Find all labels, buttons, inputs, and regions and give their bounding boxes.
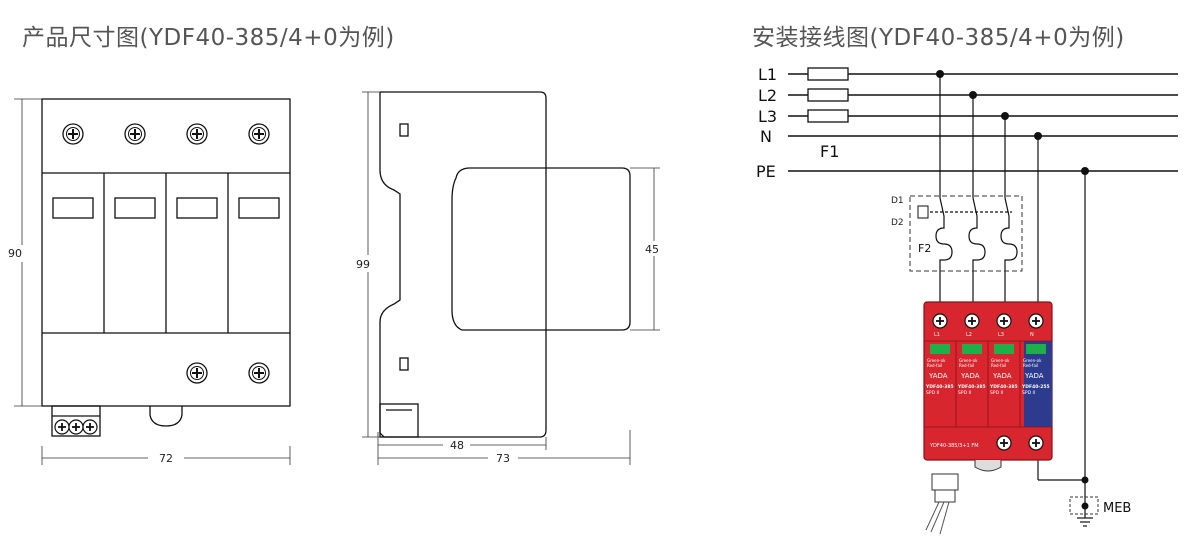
screw-icon <box>54 419 70 435</box>
spd-class-label: SPD II <box>926 390 939 396</box>
screw-icon <box>62 123 84 145</box>
front-body <box>41 98 291 407</box>
terminal-screw-icon <box>932 313 948 329</box>
side-view <box>379 91 631 438</box>
terminal-label: L2 <box>966 332 972 338</box>
status-text: Green-ok <box>927 358 946 363</box>
line-label-pe: PE <box>756 162 776 181</box>
terminal-screw-icon <box>1028 435 1044 451</box>
breaker-label: F2 <box>918 242 931 255</box>
status-text: Green-ok <box>959 358 978 363</box>
status-indicator <box>962 344 982 354</box>
model-label: YDF40-385 <box>925 384 954 390</box>
line-label-n: N <box>760 127 772 146</box>
meb-label: MEB <box>1103 501 1131 516</box>
terminal-screw-icon <box>996 313 1012 329</box>
fuse-icon <box>807 109 849 123</box>
status-indicator <box>930 344 950 354</box>
brand-label: YADA <box>992 372 1012 380</box>
front-cover-height-label: 45 <box>645 243 659 256</box>
screw-icon <box>124 123 146 145</box>
screw-icon <box>186 362 208 384</box>
fuse-icon <box>807 67 849 81</box>
screw-icon <box>186 123 208 145</box>
screw-icon <box>248 362 270 384</box>
fuse-label: F1 <box>820 142 839 161</box>
status-text: Red-fail <box>1023 363 1038 368</box>
wiring-diagram-title: 安装接线图(YDF40-385/4+0为例) <box>752 25 1125 51</box>
side-height-label: 99 <box>356 258 370 271</box>
line-label-l3: L3 <box>758 107 777 126</box>
spd-class-label: SPD II <box>958 390 971 396</box>
terminal-label: N <box>1030 332 1034 338</box>
line-label-l2: L2 <box>758 86 777 105</box>
depth-inner-label: 48 <box>450 439 464 452</box>
spd-class-label: SPD II <box>1022 390 1035 396</box>
d2-label: D2 <box>891 218 904 228</box>
status-text: Green-ok <box>991 358 1010 363</box>
front-view <box>41 98 291 437</box>
line-label-l1: L1 <box>758 65 777 84</box>
terminal-screw-icon <box>1028 313 1044 329</box>
spd-class-label: SPD II <box>990 390 1003 396</box>
status-indicator <box>994 344 1014 354</box>
dimension-drawing-title: 产品尺寸图(YDF40-385/4+0为例) <box>22 25 395 51</box>
front-width-label: 72 <box>159 452 173 465</box>
wiring-diagram: L1 L2 L3 N PE F1 <box>756 65 1178 535</box>
terminal-screw-icon <box>964 313 980 329</box>
fuse-icon <box>807 88 849 102</box>
brand-label: YADA <box>1024 372 1044 380</box>
screw-icon <box>248 123 270 145</box>
status-indicator <box>1026 344 1046 354</box>
status-text: Red-fail <box>959 363 974 368</box>
model-label: YDF40-385 <box>957 384 986 390</box>
terminal-label: L1 <box>934 332 940 338</box>
status-text: Green-ok <box>1023 358 1042 363</box>
status-text: Red-fail <box>991 363 1006 368</box>
d1-label: D1 <box>891 196 904 206</box>
model-label: YDF40-385 <box>989 384 1018 390</box>
model-label: YDF40-255 <box>1021 384 1050 390</box>
screw-icon <box>68 419 84 435</box>
depth-total-label: 73 <box>496 452 510 465</box>
base-model-label: YDF40-385/3+1 FM <box>929 443 979 449</box>
front-height-label: 90 <box>8 247 22 260</box>
screw-icon <box>82 419 98 435</box>
breaker-box <box>909 195 1023 272</box>
status-text: Red-fail <box>927 363 942 368</box>
brand-label: YADA <box>960 372 980 380</box>
terminal-screw-icon <box>996 435 1012 451</box>
brand-label: YADA <box>928 372 948 380</box>
terminal-label: L3 <box>998 332 1004 338</box>
